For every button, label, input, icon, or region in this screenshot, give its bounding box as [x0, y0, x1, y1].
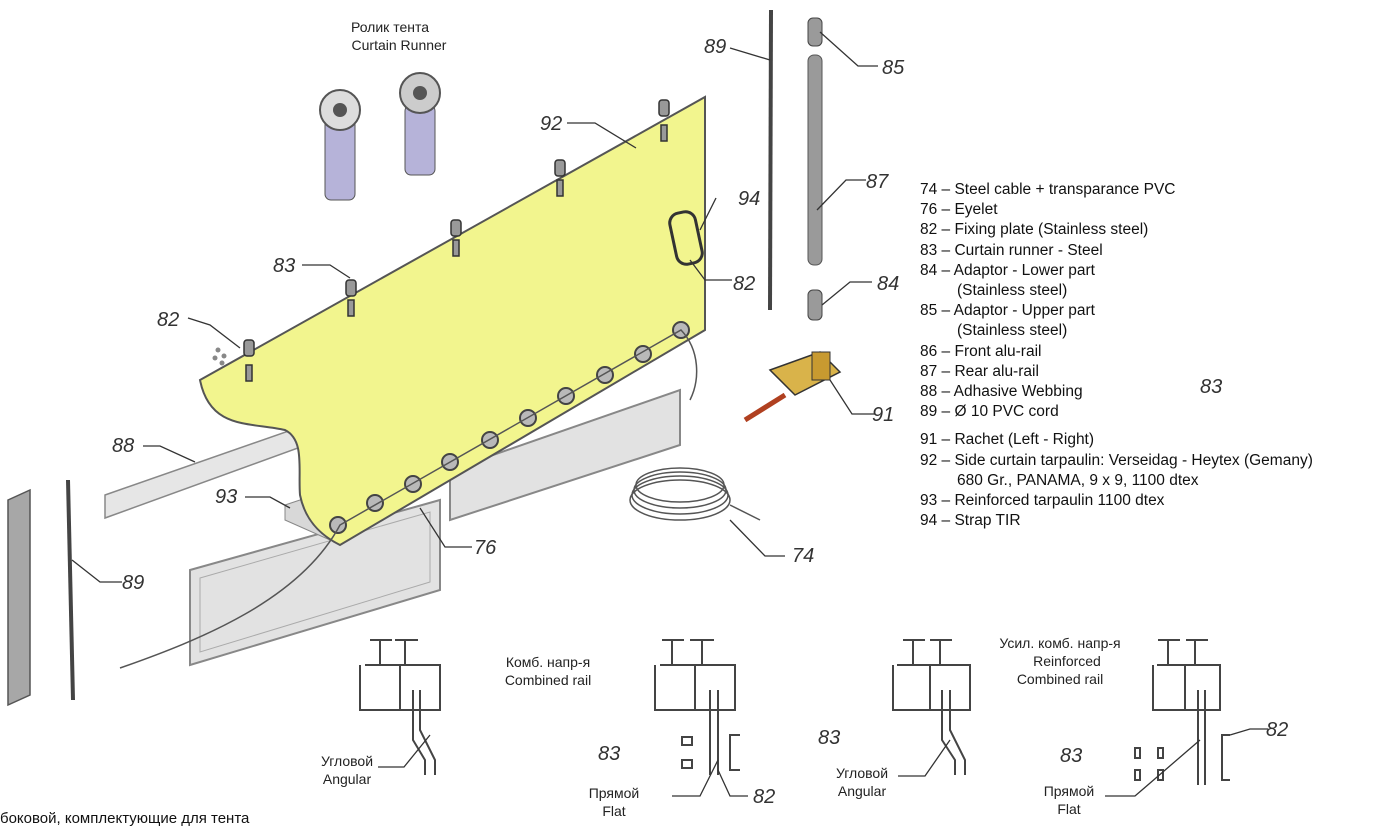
- caption-flat-en-1: Flat: [602, 803, 625, 819]
- callout-82-flat1: 82: [753, 786, 775, 808]
- adaptor-lower: [807, 289, 823, 321]
- callout-84: 84: [877, 273, 899, 295]
- front-alu-rail: [7, 488, 31, 707]
- lower-panel-right: [449, 388, 681, 522]
- leader-lines: [71, 31, 1268, 797]
- callout-92: 92: [540, 113, 562, 135]
- caption-angular-ru-1: Угловой: [321, 753, 373, 769]
- callout-89-top: 89: [704, 36, 726, 58]
- callout-82-strap: 82: [733, 273, 755, 295]
- rail-profile-angular-1: [359, 639, 441, 775]
- rear-alu-rail: [807, 54, 823, 266]
- curtain-runners: [243, 99, 670, 382]
- callout-82-flat2: 82: [1266, 719, 1288, 741]
- callout-87: 87: [866, 171, 889, 193]
- parts-legend: 74 – Steel cable + transparance PVC 76 –…: [920, 180, 1380, 531]
- legend-item-76: 76 – Eyelet: [920, 201, 998, 219]
- caption-angular-en-1: Angular: [323, 771, 372, 787]
- bottom-caption: боковой, комплектующие для тента: [0, 810, 250, 827]
- callout-76: 76: [474, 537, 497, 559]
- legend-item-94: 94 – Strap TIR: [920, 512, 1021, 530]
- callout-74: 74: [792, 545, 814, 567]
- pvc-cord-bottom: [66, 479, 75, 701]
- callout-83-runner: 83: [273, 255, 295, 277]
- callout-85: 85: [882, 57, 905, 79]
- legend-item-83: 83 – Curtain runner - Steel: [920, 241, 1103, 259]
- pvc-cord-top: [768, 9, 773, 311]
- legend-item-82: 82 – Fixing plate (Stainless steel): [920, 221, 1149, 239]
- legend-item-89: 89 – Ø 10 PVC cord: [920, 403, 1059, 421]
- caption-combined-ru: Комб. напр-я: [506, 654, 590, 670]
- steel-cable: [119, 329, 761, 669]
- callout-94: 94: [738, 188, 760, 210]
- side-curtain-tarpaulin: [198, 95, 706, 547]
- callout-93: 93: [215, 486, 237, 508]
- adaptor-upper: [807, 17, 823, 47]
- legend-item-85-material: (Stainless steel): [957, 322, 1068, 340]
- callout-88: 88: [112, 435, 134, 457]
- caption-combined-en: Combined rail: [505, 672, 591, 688]
- adhesive-webbing: [104, 418, 321, 520]
- callout-91: 91: [872, 404, 894, 426]
- legend-item-85: 85 – Adaptor - Upper part: [920, 302, 1095, 320]
- callout-82-screws: 82: [157, 309, 179, 331]
- callout-89-bottom: 89: [122, 572, 144, 594]
- caption-reinforced-en1: Reinforced: [1033, 653, 1101, 669]
- fixing-screws: [212, 347, 227, 366]
- callout-83-flat1: 83: [598, 743, 620, 765]
- rail-profile-angular-2: [892, 639, 971, 775]
- curtain-runner-illustration: [319, 72, 441, 201]
- callout-83-flat2: 83: [1060, 745, 1082, 767]
- legend-item-87: 87 – Rear alu-rail: [920, 362, 1039, 380]
- caption-flat-ru-1: Прямой: [589, 785, 640, 801]
- rachet: [743, 351, 842, 423]
- caption-flat-ru-2: Прямой: [1044, 783, 1095, 799]
- legend-item-74: 74 – Steel cable + transparance PVC: [920, 181, 1176, 198]
- caption-flat-en-2: Flat: [1057, 801, 1080, 817]
- caption-reinforced-ru: Усил. комб. напр-я: [999, 635, 1120, 651]
- rail-profile-flat-1: [654, 639, 740, 775]
- legend-item-92: 92 – Side curtain tarpaulin: Verseidag -…: [920, 451, 1313, 469]
- caption-angular-ru-2: Угловой: [836, 765, 888, 781]
- caption-angular-en-2: Angular: [838, 783, 887, 799]
- legend-item-86: 86 – Front alu-rail: [920, 342, 1042, 360]
- callout-83-angular2: 83: [818, 727, 840, 749]
- legend-item-84-material: (Stainless steel): [957, 282, 1068, 300]
- legend-item-91: 91 – Rachet (Left - Right): [920, 431, 1095, 449]
- strap-tir: [668, 210, 704, 266]
- caption-curtain-runner-ru: Ролик тента: [351, 19, 429, 35]
- legend-callout-83: 83: [1200, 376, 1223, 398]
- rail-profile-flat-2: [1134, 639, 1230, 785]
- legend-item-88: 88 – Adhasive Webbing: [920, 383, 1083, 401]
- legend-item-92-spec: 680 Gr., PANAMA, 9 x 9, 1100 dtex: [957, 471, 1199, 489]
- caption-curtain-runner-en: Curtain Runner: [352, 37, 447, 53]
- legend-item-84: 84 – Adaptor - Lower part: [920, 261, 1095, 279]
- legend-item-93: 93 – Reinforced tarpaulin 1100 dtex: [920, 492, 1165, 510]
- caption-reinforced-en2: Combined rail: [1017, 671, 1103, 687]
